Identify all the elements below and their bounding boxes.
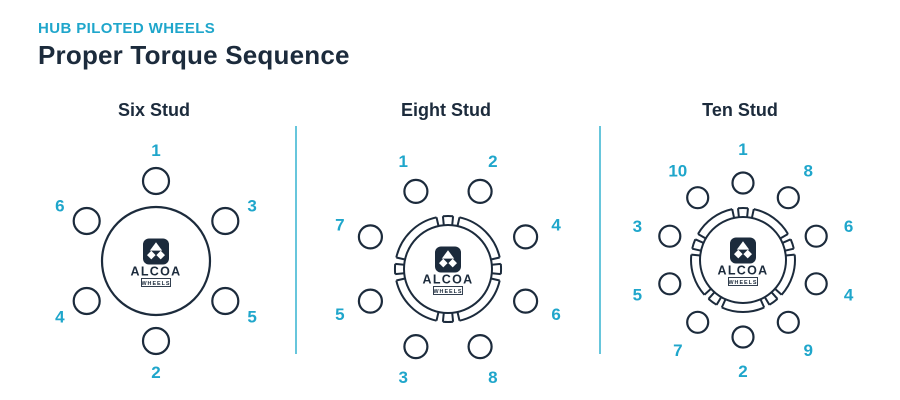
wheels-badge-box [141,278,171,287]
alcoa-logo: ALCOA WHEELS [423,246,474,295]
stud-number-1: 1 [738,140,747,159]
logo-triangle [441,250,455,259]
wheel-diagram-six-stud: ALCOA WHEELS 1 2 3 4 5 6 [55,141,257,382]
stud-circle-1 [141,166,171,196]
stud-circle-3 [658,224,682,248]
alcoa-logo: ALCOA WHEELS [718,237,769,286]
stud-number-2: 2 [151,363,160,382]
stud-circle-5 [658,272,682,296]
stud-circle-9 [776,310,800,334]
section-divider-left [295,126,297,354]
ten-stud-group: ALCOA WHEELS 1 2 3 4 5 6 7 8 9 10 [633,140,854,381]
hub-outer-ring [690,206,796,314]
alcoa-wordmark: ALCOA [423,273,474,287]
stud-circle-8 [467,334,493,360]
stud-number-10: 10 [668,161,687,180]
six-stud-group: ALCOA WHEELS 1 2 3 4 5 6 [55,141,257,382]
stud-number-6: 6 [551,305,560,324]
alcoa-logo: ALCOA WHEELS [131,238,182,287]
stud-circle-4 [513,224,539,250]
stud-number-9: 9 [803,341,812,360]
hub-outer-ring [393,214,503,324]
eight-stud-group: ALCOA WHEELS 1 2 3 4 5 6 7 8 [335,152,561,387]
stud-number-3: 3 [398,368,407,387]
stud-number-6: 6 [55,197,64,216]
diagram-title-eight-stud: Eight Stud [401,100,491,120]
stud-circle-8 [776,186,800,210]
stud-number-5: 5 [633,285,642,304]
alcoa-logo-mark [730,237,756,264]
stud-number-4: 4 [55,308,65,327]
wheels-badge-label: WHEELS [433,289,462,295]
stud-circle-5 [357,288,384,314]
stud-number-1: 1 [398,152,407,171]
stud-circle-2 [467,178,493,205]
stud-number-4: 4 [844,285,854,304]
section-divider-right [599,126,601,354]
logo-triangle [736,241,750,250]
wheels-badge-label: WHEELS [141,281,170,287]
stud-number-8: 8 [488,368,497,387]
stud-number-7: 7 [673,341,682,360]
stud-number-2: 2 [738,362,747,381]
logo-triangle [149,242,163,251]
logo-diamond-left [734,249,743,259]
stud-circle-4 [72,286,101,316]
hub-inner-circle [699,216,787,304]
header: HUB PILOTED WHEELS Proper Torque Sequenc… [38,20,350,71]
wheel-diagram-eight-stud: ALCOA WHEELS 1 2 3 4 5 6 7 8 [335,152,561,387]
stud-circle-7 [686,310,710,334]
diagram-title-six-stud: Six Stud [117,100,190,120]
stud-circle-6 [513,288,539,314]
stud-number-3: 3 [247,197,256,216]
logo-diamond-right [743,249,752,259]
stud-circle-3 [211,206,240,236]
stud-number-7: 7 [335,215,344,234]
stud-circle-5 [211,286,240,316]
stud-number-1: 1 [151,141,160,160]
wheel-diagram-ten-stud: ALCOA WHEELS 1 2 3 4 5 6 7 8 9 10 [633,140,854,381]
stud-number-6: 6 [844,217,853,236]
stud-number-3: 3 [633,217,642,236]
wheels-badge-box [728,277,758,286]
stud-circle-6 [72,206,101,236]
hub-circle [100,205,212,317]
header-eyebrow: HUB PILOTED WHEELS [38,20,216,37]
wheels-badge-label: WHEELS [728,280,757,286]
stud-number-2: 2 [488,152,497,171]
stud-circle-1 [403,178,429,205]
stud-circle-2 [731,325,755,349]
hub-inner-circle [403,224,493,314]
stud-circle-7 [357,224,384,250]
stud-number-5: 5 [247,308,256,327]
stud-circle-2 [141,326,171,356]
stud-number-8: 8 [803,161,812,180]
stud-circle-3 [403,334,429,360]
stud-circle-6 [804,224,828,248]
alcoa-logo-mark [435,246,461,273]
wheels-badge-box [433,286,463,295]
stud-circle-10 [686,186,710,210]
stud-number-5: 5 [335,305,344,324]
alcoa-wordmark: ALCOA [718,264,769,278]
page-title: Proper Torque Sequence [38,40,350,70]
diagram-title-ten-stud: Ten Stud [702,100,778,120]
stud-circle-4 [804,272,828,296]
alcoa-wordmark: ALCOA [131,265,182,279]
stud-circle-1 [731,171,755,195]
alcoa-logo-mark [143,238,169,265]
stud-number-4: 4 [551,215,561,234]
